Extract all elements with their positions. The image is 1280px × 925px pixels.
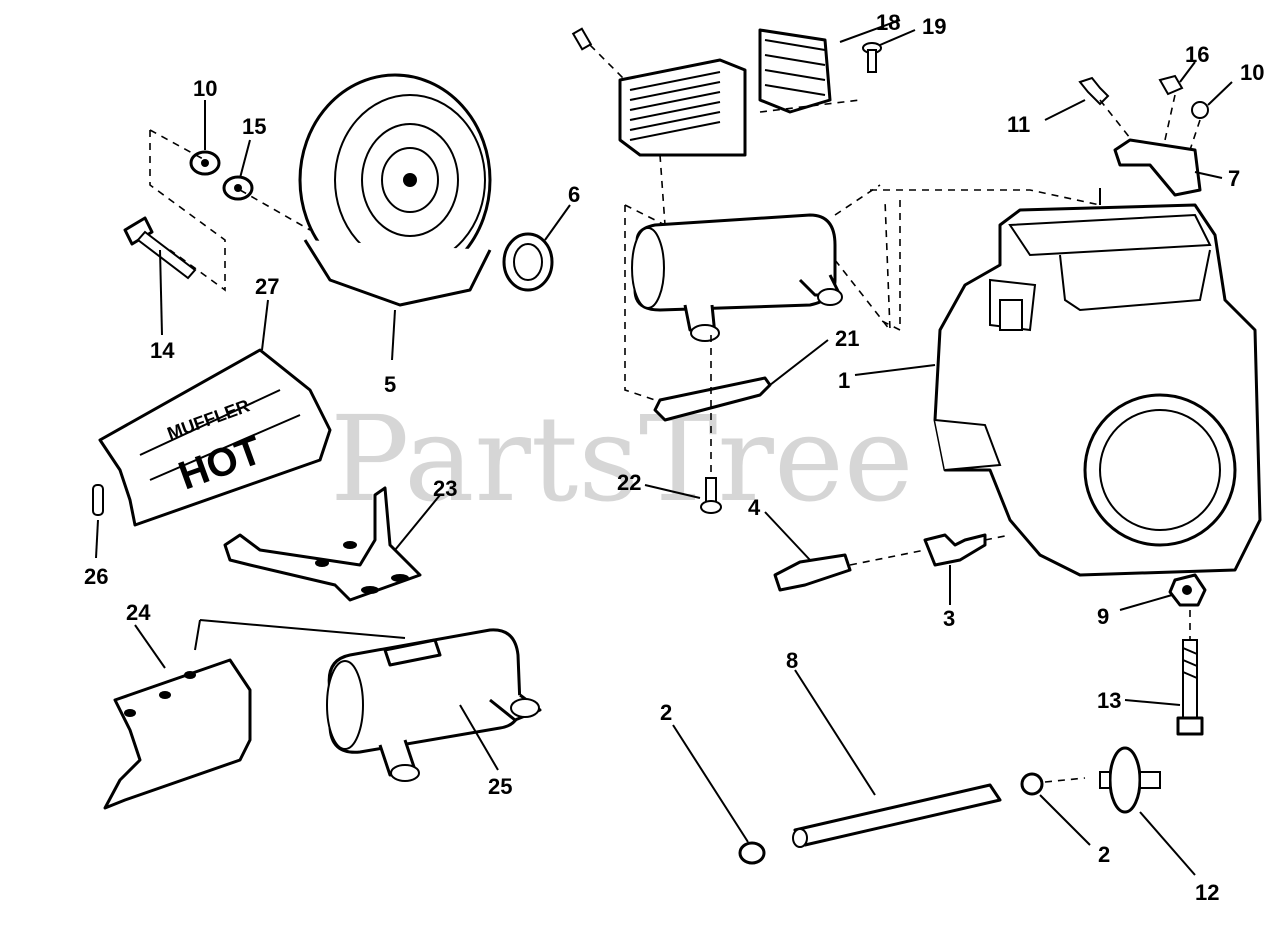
fuel-filter[interactable] [1099,746,1161,814]
callout-15: 15 [242,114,266,139]
washer-10-left[interactable] [189,150,221,176]
clamp-2-right[interactable] [1020,772,1044,796]
callout-24: 24 [126,600,151,625]
support-24[interactable] [103,658,252,810]
callout-18: 18 [876,10,900,35]
washer-15[interactable] [222,175,254,201]
engine-dash-outline [870,189,1101,332]
callouts: 1 2 2 3 4 5 6 7 8 9 10 10 11 12 13 14 15… [84,10,1264,905]
bracket-23[interactable] [223,486,422,602]
callout-7: 7 [1228,166,1240,191]
cover-dash [1099,94,1201,151]
callout-6: 6 [568,182,580,207]
callout-10-left: 10 [193,76,217,101]
engine[interactable] [933,188,1262,577]
callout-22: 22 [617,470,641,495]
callout-1: 1 [838,368,850,393]
muffler-25[interactable] [326,628,542,782]
fitting-3[interactable] [923,533,987,567]
washer-10-right[interactable] [1191,101,1209,119]
callout-13: 13 [1097,688,1121,713]
bolt-22[interactable] [700,477,722,514]
callout-14: 14 [150,338,175,363]
callout-23: 23 [433,476,457,501]
pin-26[interactable] [92,484,104,516]
leader-lines [95,19,1233,876]
callout-3: 3 [943,606,955,631]
callout-21: 21 [835,326,859,351]
bolt-14[interactable] [123,216,197,280]
callout-8: 8 [786,648,798,673]
fuel-line[interactable] [792,783,1002,848]
bolt-16[interactable] [1158,74,1184,96]
watermark-text: PartsTree [330,390,914,528]
muffler-top[interactable] [631,213,843,342]
screw-top[interactable] [571,27,593,51]
callout-2-right: 2 [1098,842,1110,867]
callout-2-left: 2 [660,700,672,725]
clutch-dash-outline [149,129,311,292]
support-arrow [194,619,406,651]
callout-10-right: 10 [1240,60,1264,85]
callout-26: 26 [84,564,108,589]
clamp-2-left[interactable] [738,841,766,865]
heat-shield[interactable]: MUFFLER HOT [98,348,332,527]
fitting-dash-2 [984,534,1011,541]
bolt-13[interactable] [1176,639,1204,736]
callout-16: 16 [1185,42,1209,67]
muffler-dash-outline [624,184,891,401]
fitting-dash [849,549,926,566]
callout-12: 12 [1195,880,1219,905]
callout-4: 4 [748,495,761,520]
callout-27: 27 [255,274,279,299]
screen-dash-outline [589,44,861,226]
callout-25: 25 [488,774,512,799]
callout-11: 11 [1007,112,1030,137]
cover-7[interactable] [1113,138,1202,197]
callout-19: 19 [922,14,946,39]
screw-19[interactable] [862,42,882,73]
spacer-6[interactable] [502,232,554,292]
bolt-11[interactable] [1078,76,1110,106]
fitting-4[interactable] [773,553,852,592]
callout-5: 5 [384,372,396,397]
electric-clutch[interactable] [298,73,492,307]
spark-arrestor-screen[interactable] [618,28,832,157]
nut-9[interactable] [1168,573,1207,607]
clamp-dash [1044,777,1086,783]
callout-9: 9 [1097,604,1109,629]
